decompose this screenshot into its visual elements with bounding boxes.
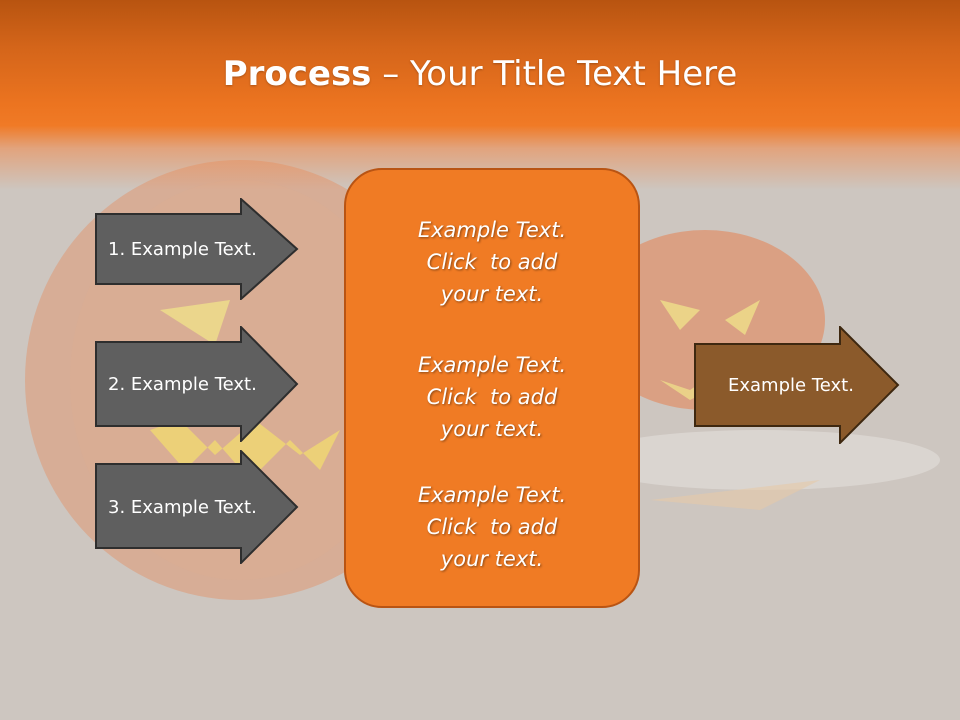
center-text-block-1[interactable]: Example Text. Click to add your text. (346, 214, 638, 310)
arrow-right-icon (694, 326, 900, 444)
arrow-right-icon (95, 198, 299, 300)
step-arrow-1[interactable]: 1. Example Text. (95, 198, 299, 300)
title-rest: – Your Title Text Here (371, 54, 738, 94)
center-text-block-2[interactable]: Example Text. Click to add your text. (346, 349, 638, 445)
text-line: Example Text. (417, 218, 567, 242)
text-line: Click to add (426, 250, 558, 274)
text-line: Click to add (426, 385, 558, 409)
step-arrow-3[interactable]: 3. Example Text. (95, 450, 299, 564)
text-line: your text. (440, 282, 544, 306)
arrow-right-icon (95, 450, 299, 564)
center-process-box[interactable]: Example Text. Click to add your text. Ex… (344, 168, 640, 608)
title-bold: Process (222, 54, 372, 94)
title-band (0, 0, 960, 190)
output-label: Example Text. (728, 374, 854, 396)
step-label: 3. Example Text. (108, 496, 257, 518)
text-line: Example Text. (417, 353, 567, 377)
text-line: Click to add (426, 515, 558, 539)
output-arrow[interactable]: Example Text. (694, 326, 900, 444)
text-line: your text. (440, 547, 544, 571)
center-text-block-3[interactable]: Example Text. Click to add your text. (346, 479, 638, 575)
step-label: 1. Example Text. (108, 238, 257, 260)
arrow-right-icon (95, 326, 299, 442)
step-label: 2. Example Text. (108, 373, 257, 395)
text-line: your text. (440, 417, 544, 441)
text-line: Example Text. (417, 483, 567, 507)
slide-title[interactable]: Process – Your Title Text Here (0, 52, 960, 96)
step-arrow-2[interactable]: 2. Example Text. (95, 326, 299, 442)
